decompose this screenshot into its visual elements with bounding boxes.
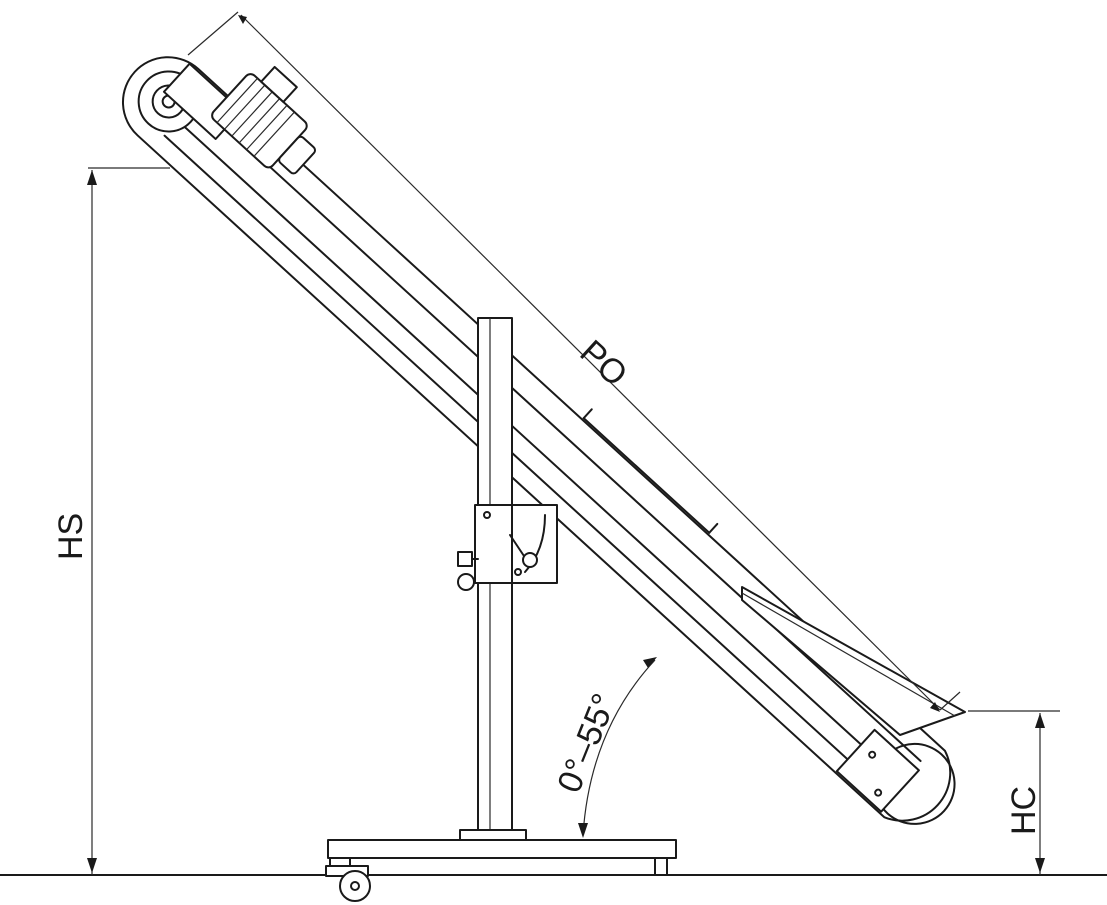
label-hs: HS [52,513,90,560]
label-po: PO [573,333,635,394]
tilt-bracket [457,504,558,591]
angle-indicator [578,657,657,838]
belt-rail-mid [177,119,903,783]
motor [211,65,317,175]
conveyor-belt [121,56,956,825]
tail-plate [835,728,920,813]
caster-wheel [325,857,371,902]
dimension-po [187,11,961,712]
dimension-hc [968,710,1060,875]
post-foot [459,829,527,841]
belt-frame [121,56,952,822]
tilt-knob [457,573,475,591]
belt-rail-top [195,99,922,763]
guide-strip [582,417,711,534]
label-hc: HC [1005,786,1043,835]
dimension-hs [87,167,170,875]
base-frame [327,839,677,859]
belt-rail-low [163,134,890,798]
label-angle: 0°–55° [550,688,624,798]
infeed-hopper [741,586,966,736]
